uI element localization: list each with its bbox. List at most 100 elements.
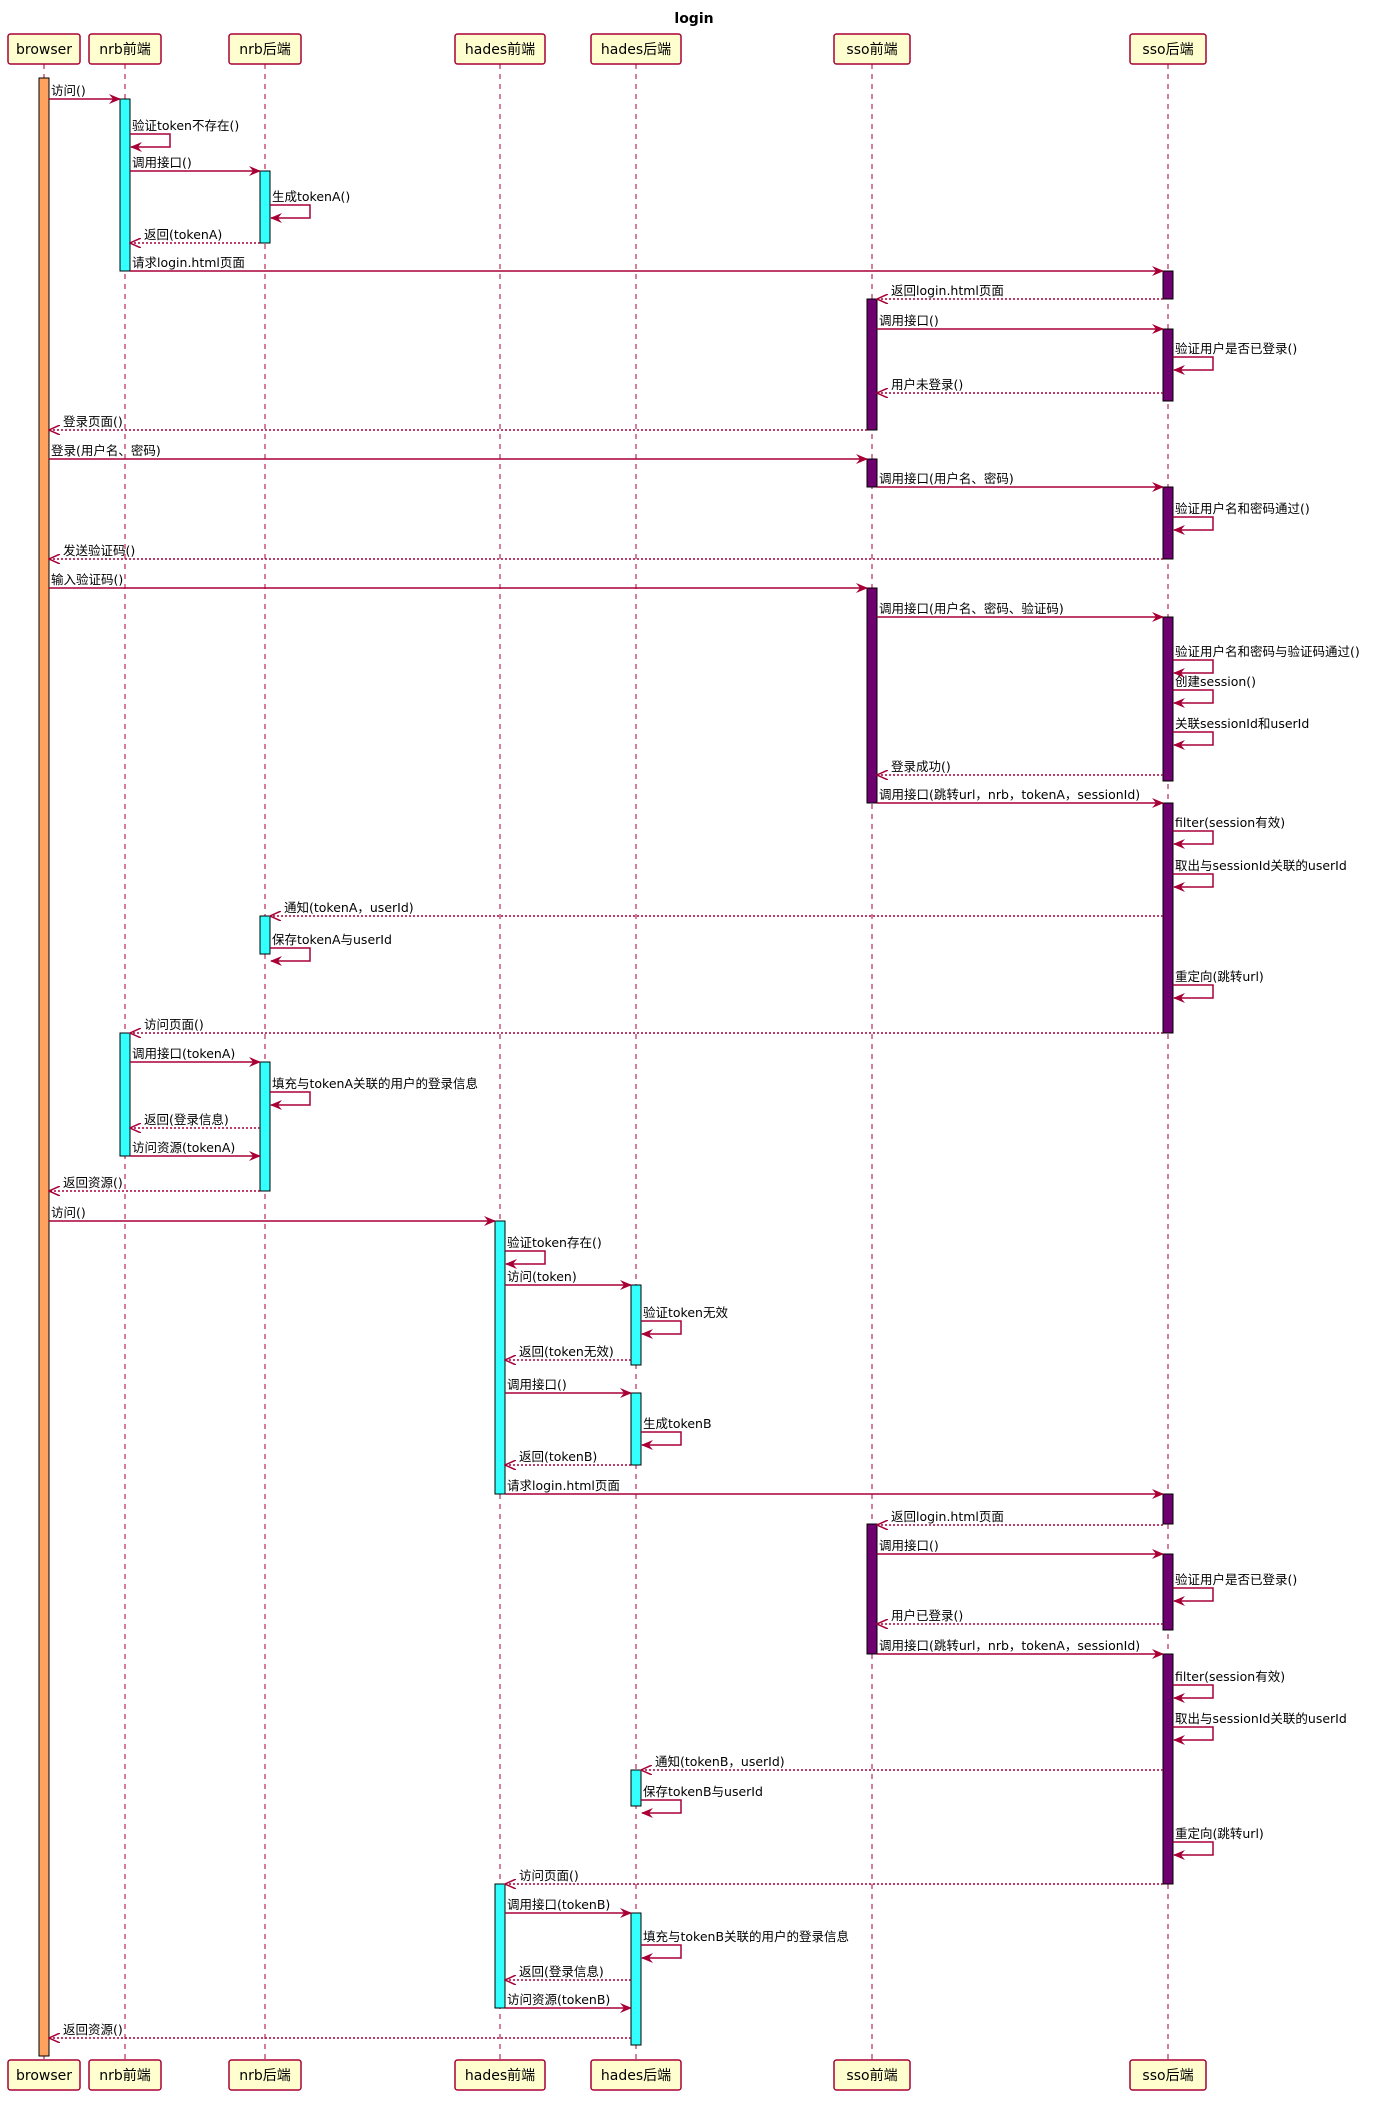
activation-bar-sso_be [1162,802,1174,1034]
participant-box [7,33,81,65]
message-label: 访问(token) [507,1269,577,1284]
self-message: 创建session() [1173,674,1256,708]
participant-browser-top: browser [7,33,81,65]
return-message: 登录成功() [877,759,1163,775]
participant-box [454,2059,546,2091]
message-arrow [641,1320,682,1339]
activation-bar-nrb_fe [119,1032,131,1157]
participant-label: sso前端 [846,2067,897,2084]
activation-bar-hades_be [630,1769,642,1807]
call-message: 调用接口() [877,1538,1164,1559]
participant-sso_be-bottom: sso后端 [1129,2059,1207,2091]
return-message: 返回(登录信息) [130,1112,260,1128]
activation-bar-sso_be [1162,328,1174,402]
message-label: 填充与tokenA关联的用户的登录信息 [272,1076,478,1091]
participant-box [88,2059,162,2091]
message-label: 访问资源(tokenA) [132,1140,235,1155]
message-label: 验证用户是否已登录() [1175,1572,1297,1587]
participant-sso_be-top: sso后端 [1129,33,1207,65]
activation-bar-sso_fe [866,587,878,804]
self-message: 生成tokenB [641,1416,712,1450]
message-arrow [1173,689,1214,708]
activation-bar-sso_be [1162,1553,1174,1631]
message-label: 访问页面() [519,1868,579,1883]
message-label: 返回(tokenB) [519,1449,597,1464]
return-message: 访问页面() [505,1868,1163,1884]
activation-bar-sso_be [1162,1493,1174,1525]
message-label: 调用接口(跳转url，nrb，tokenA，sessionId) [879,1638,1140,1653]
message-label: 返回(登录信息) [519,1964,604,1979]
activation-bar-hades_fe [494,1220,506,1495]
message-label: 输入验证码() [51,572,123,587]
self-message: 取出与sessionId关联的userId [1173,1711,1347,1745]
call-message: 访问(token) [505,1269,632,1290]
call-message: 访问() [49,1205,496,1226]
self-message: 验证token不存在() [130,118,239,152]
self-message: 填充与tokenB关联的用户的登录信息 [641,1929,849,1963]
activation-bar-hades_be [630,1912,642,2046]
message-label: 取出与sessionId关联的userId [1175,858,1347,873]
message-label: 调用接口(tokenB) [507,1897,610,1912]
message-label: 登录页面() [63,414,123,429]
return-message: 用户已登录() [877,1608,1163,1624]
participant-box [228,2059,302,2091]
return-message: 返回(tokenA) [130,227,260,243]
activation-bar-sso_fe [866,1523,878,1655]
activation-bar-nrb_be [259,1061,271,1192]
message-arrow [1173,984,1214,1003]
self-message: 验证用户名和密码通过() [1173,501,1310,535]
activation-bar-browser [38,77,50,2057]
message-label: 验证用户名和密码通过() [1175,501,1310,516]
participant-label: nrb前端 [99,41,151,58]
message-arrow [505,1250,546,1269]
self-message: 取出与sessionId关联的userId [1173,858,1347,892]
return-message: 返回资源() [49,1175,260,1191]
participant-nrb_be-bottom: nrb后端 [228,2059,302,2091]
message-arrow [1173,356,1214,375]
participant-label: browser [16,2068,72,2084]
call-message: 输入验证码() [49,572,868,593]
call-message: 访问资源(tokenA) [130,1140,261,1161]
message-label: 访问() [51,83,86,98]
return-message: 通知(tokenA，userId) [270,900,1163,916]
self-message: 保存tokenB与userId [641,1784,763,1818]
participant-label: hades前端 [465,41,535,58]
participant-sso_fe-top: sso前端 [833,33,911,65]
activation-bar-nrb_fe [119,98,131,272]
return-message: 登录页面() [49,414,867,430]
message-label: 调用接口() [507,1377,567,1392]
return-message: 返回login.html页面 [877,1509,1163,1525]
call-message: 调用接口(tokenA) [130,1046,261,1067]
call-message: 调用接口(用户名、密码、验证码) [877,601,1164,622]
message-label: 验证token不存在() [132,118,239,133]
message-label: 验证用户是否已登录() [1175,341,1297,356]
message-arrow [270,1091,311,1110]
message-label: 返回资源() [63,2022,123,2037]
activation-bar-sso_be [1162,616,1174,782]
message-arrow [1173,659,1214,678]
message-arrow [641,1431,682,1450]
return-message: 通知(tokenB，userId) [641,1754,1163,1770]
participant-box [590,2059,682,2091]
message-label: 调用接口(跳转url，nrb，tokenA，sessionId) [879,787,1140,802]
message-label: 取出与sessionId关联的userId [1175,1711,1347,1726]
participant-sso_fe-bottom: sso前端 [833,2059,911,2091]
message-label: 返回(tokenA) [144,227,222,242]
message-label: 生成tokenA() [272,189,350,204]
self-message: 验证用户是否已登录() [1173,1572,1297,1606]
message-label: 访问资源(tokenB) [507,1992,610,2007]
activation-bar-hades_be [630,1392,642,1466]
participant-label: sso后端 [1142,42,1193,58]
self-message: 验证token存在() [505,1235,602,1269]
message-arrow [1173,1726,1214,1745]
call-message: 请求login.html页面 [130,255,1164,276]
activation-bar-nrb_be [259,170,271,244]
message-label: 请求login.html页面 [507,1478,620,1493]
message-label: 调用接口(tokenA) [132,1046,235,1061]
call-message: 调用接口() [505,1377,632,1398]
participant-hades_be-bottom: hades后端 [590,2059,682,2091]
return-message: 返回(登录信息) [505,1964,631,1980]
self-message: 验证用户名和密码与验证码通过() [1173,644,1360,678]
message-label: 调用接口(用户名、密码) [879,471,1014,486]
call-message: 调用接口(tokenB) [505,1897,632,1918]
